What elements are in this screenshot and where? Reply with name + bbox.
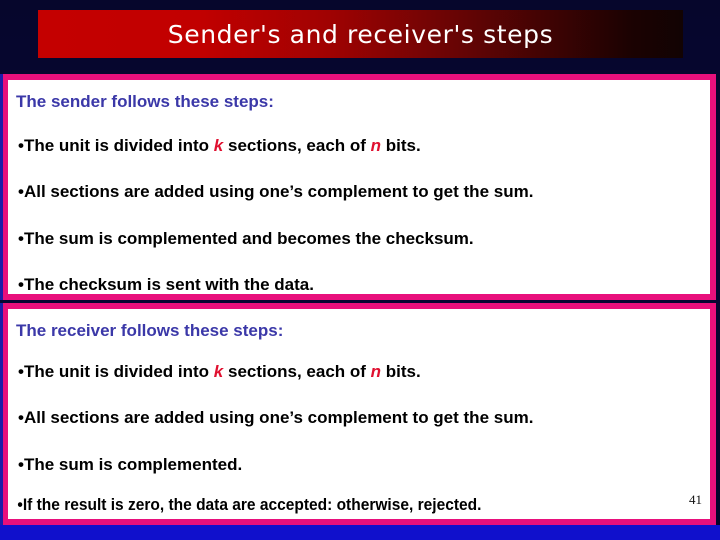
bullet-marker-icon: • (18, 136, 24, 155)
receiver-bullet-2: •All sections are added using one’s comp… (8, 408, 533, 428)
page-number: 41 (689, 492, 702, 507)
inline-text: sections, each of (223, 136, 371, 155)
bottom-accent-strip (0, 525, 720, 540)
receiver-bullet-3: •The sum is complemented. (8, 455, 242, 475)
bullet-marker-icon: • (18, 408, 24, 427)
bullet-marker-icon: • (17, 496, 23, 514)
receiver-steps-box: The receiver follows these steps: •The u… (2, 303, 716, 525)
inline-variable: n (370, 136, 382, 155)
inline-text: All sections are added using one’s compl… (23, 408, 534, 427)
bullet-marker-icon: • (18, 182, 24, 201)
sender-bullet-2: •All sections are added using one’s comp… (8, 182, 533, 202)
inline-text: All sections are added using one’s compl… (23, 182, 534, 201)
receiver-heading: The receiver follows these steps: (16, 321, 284, 340)
inline-text: bits. (381, 136, 421, 155)
bullet-marker-icon: • (18, 229, 24, 248)
inline-variable: k (213, 362, 224, 381)
bullet-marker-icon: • (18, 275, 24, 294)
inline-text: bits. (381, 362, 421, 381)
inline-text: The sum is complemented. (23, 455, 243, 474)
receiver-bullet-1: •The unit is divided into k sections, ea… (8, 362, 421, 382)
sender-heading: The sender follows these steps: (16, 92, 274, 111)
inline-text: The unit is divided into (23, 136, 214, 155)
sender-bullet-1: •The unit is divided into k sections, ea… (8, 136, 421, 156)
sender-bullet-4: •The checksum is sent with the data. (8, 275, 314, 294)
inline-text: The checksum is sent with the data. (23, 275, 314, 294)
inline-variable: k (213, 136, 224, 155)
title-banner: Sender's and receiver's steps (38, 10, 683, 58)
inline-text: The unit is divided into (23, 362, 214, 381)
inline-text: sections, each of (223, 362, 371, 381)
bullet-marker-icon: • (18, 455, 24, 474)
inline-text: The sum is complemented and becomes the … (23, 229, 474, 248)
sender-steps-box: The sender follows these steps: •The uni… (2, 74, 716, 300)
page-title: Sender's and receiver's steps (167, 19, 554, 49)
receiver-box-left-edge (0, 303, 3, 525)
inline-text: If the result is zero, the data are acce… (22, 496, 482, 514)
receiver-bullet-4: •If the result is zero, the data are acc… (8, 496, 481, 515)
sender-bullet-3: •The sum is complemented and becomes the… (8, 229, 474, 249)
sender-box-left-edge (0, 74, 3, 300)
bullet-marker-icon: • (18, 362, 24, 381)
inline-variable: n (370, 362, 382, 381)
